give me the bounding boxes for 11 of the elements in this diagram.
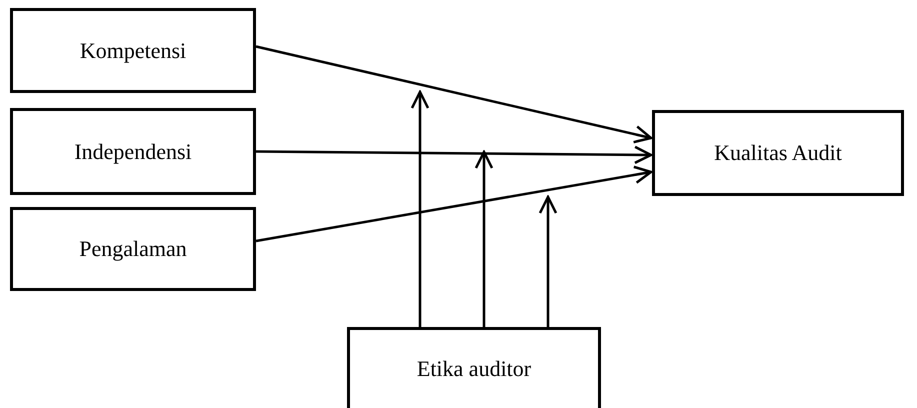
text-box: Kompetensi (10, 8, 256, 93)
arrow (256, 146, 652, 164)
arrow (474, 150, 494, 327)
arrow (256, 166, 652, 242)
text-box: Independensi (10, 108, 256, 195)
arrow (256, 45, 652, 144)
text-box: Pengalaman (10, 207, 256, 291)
arrow (410, 90, 430, 327)
text-box: Etika auditor (347, 327, 601, 408)
arrow (538, 196, 558, 327)
text-box: Kualitas Audit (652, 110, 904, 196)
